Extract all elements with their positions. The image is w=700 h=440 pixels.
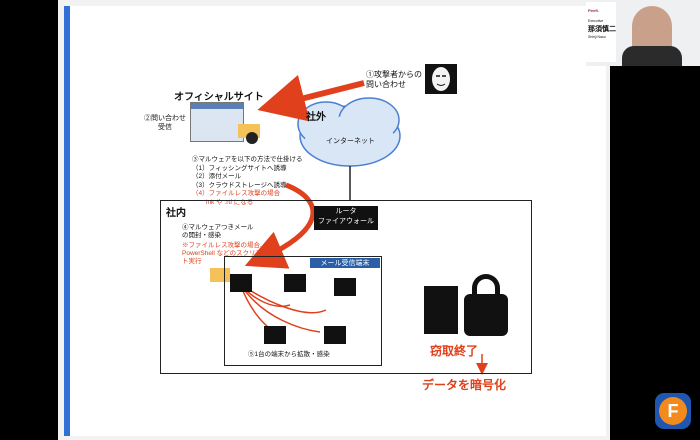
mail-terminal-header: メール受信端末: [310, 258, 380, 268]
attack-arrow: [257, 74, 365, 122]
inquiry-received-label: ②問い合わせ 受信: [144, 115, 186, 131]
padlock-icon: [464, 294, 508, 336]
method-item: （2）添付メール: [192, 173, 242, 180]
method-item: （1）フィッシングサイトへ誘導: [192, 164, 287, 172]
infected-mail-icon: [210, 268, 230, 282]
fileless-script-note: ※ファイルレス攻撃の場合、 PowerShell などのスクリプ ト実行: [182, 242, 267, 265]
anonymous-mask-icon: [425, 64, 457, 94]
malware-arrow: [244, 182, 316, 269]
speaker-role: Executive: [588, 19, 604, 23]
speaker-name: 那須慎二: [588, 26, 616, 33]
fileless-method: （4）ファイルレス攻撃の場合: [192, 190, 281, 197]
spread-label: ⑤1台の端末から拡散・感染: [248, 351, 330, 358]
pc-icon: [230, 274, 252, 292]
router-firewall: ルータ ファイアウォール: [314, 206, 378, 230]
speaker-name-card: Firefl. Executive 那須慎二 Shinji Nasu: [586, 2, 616, 62]
outside-zone-label: 社外: [306, 112, 326, 123]
padlock-shackle: [472, 274, 500, 300]
official-site-title: オフィシャルサイト: [174, 92, 264, 103]
malware-methods-title: ③マルウェアを以下の方法で仕掛ける: [192, 156, 303, 163]
firefly-logo-icon[interactable]: F: [655, 393, 691, 429]
speaker-company: Firefl.: [588, 8, 599, 13]
malware-bug-icon: [246, 132, 258, 144]
pc-icon: [334, 278, 356, 296]
internal-zone-box: [160, 200, 532, 374]
pc-icon: [264, 326, 286, 344]
internal-zone-label: 社内: [166, 208, 186, 219]
website-window-icon: [190, 102, 244, 142]
fileless-note: lnk や .rtf になる: [206, 198, 254, 206]
speaker-shirt: [622, 46, 682, 66]
attacker-label: ①攻撃者からの 問い合わせ: [366, 70, 422, 89]
pc-icon: [324, 326, 346, 344]
internet-label: インターネット: [326, 138, 375, 145]
internet-cloud-icon: [297, 97, 401, 167]
server-icon: [424, 286, 458, 334]
slide: ①攻撃者からの 問い合わせ オフィシャルサイト ②問い合わせ 受信 社外 インタ…: [64, 6, 606, 436]
open-mail-title: ④マルウェアつきメール の開封・感染: [182, 224, 254, 239]
speaker-name-en: Shinji Nasu: [588, 35, 606, 39]
slide-graphics: [239, 74, 488, 375]
encryption-label: データを暗号化: [422, 378, 507, 392]
pc-icon: [284, 274, 306, 292]
malware-methods: ③マルウェアを以下の方法で仕掛ける （1）フィッシングサイトへ誘導 （2）添付メ…: [192, 156, 303, 207]
mail-terminal-box: [224, 256, 382, 366]
exfiltration-label: 窃取終了: [430, 344, 479, 358]
method-item: （3）クラウドストレージへ誘導: [192, 181, 287, 189]
